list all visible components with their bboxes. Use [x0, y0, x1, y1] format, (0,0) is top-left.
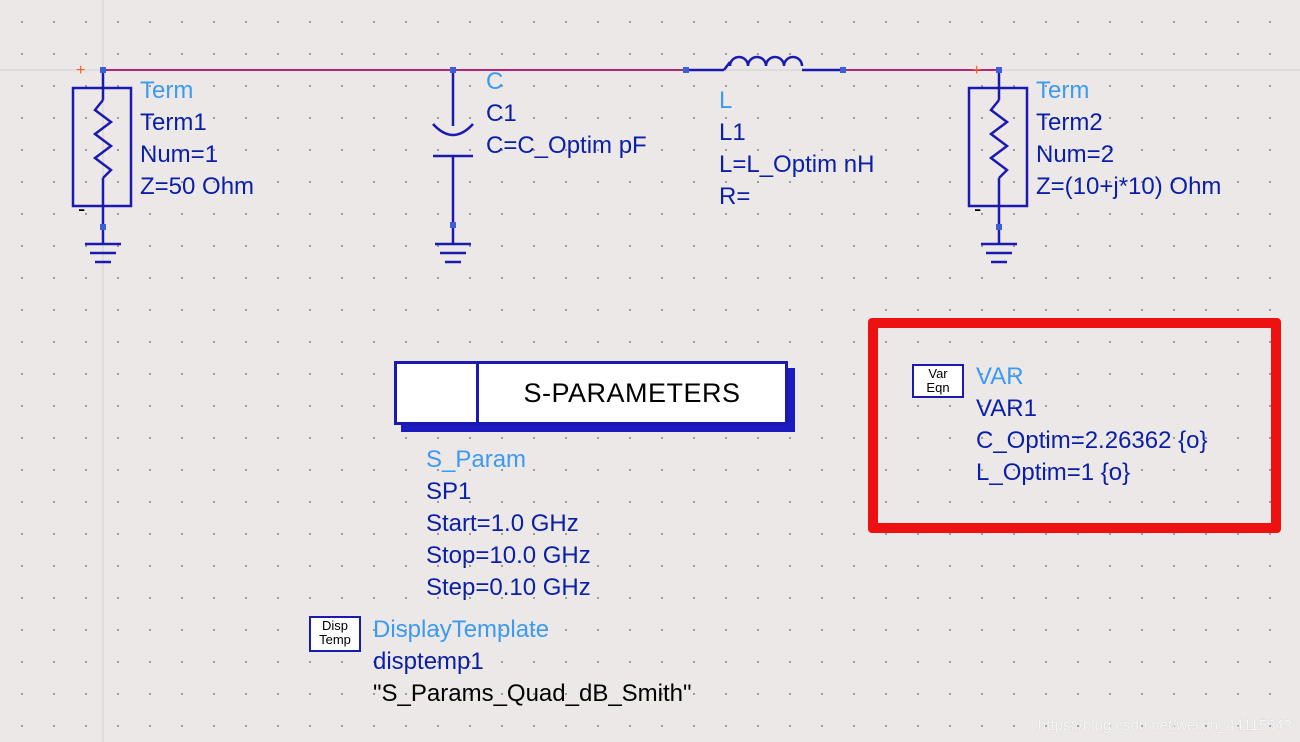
watermark-text: https://blog.csdn.net/weixin_44115643 [1037, 717, 1292, 734]
c1-value-label: C=C_Optim pF [486, 132, 647, 159]
pin-term1-top [100, 67, 106, 73]
term2-type-label: Term [1036, 77, 1090, 104]
term2-plus-sign: + [972, 62, 982, 79]
pin-term2-gnd [996, 224, 1002, 230]
term1-minus-sign: - [78, 196, 86, 221]
disp-name-label: disptemp1 [373, 648, 484, 675]
disp-labels[interactable]: DisplayTemplate disptemp1 "S_Params_Quad… [373, 614, 692, 710]
sparam-labels[interactable]: S_Param SP1 Start=1.0 GHz Stop=10.0 GHz … [426, 444, 591, 604]
l1-labels[interactable]: L L1 L=L_Optim nH R= [719, 85, 874, 213]
pin-c1-top [450, 67, 456, 73]
term1-impedance-label: Z=50 Ohm [140, 173, 255, 200]
var-icon-line1: Var [928, 366, 948, 381]
disp-type-label: DisplayTemplate [373, 616, 550, 643]
term1-symbol[interactable] [71, 72, 133, 264]
pin-term1-gnd [100, 224, 106, 230]
term1-labels[interactable]: Term Term1 Num=1 Z=50 Ohm [140, 75, 254, 203]
var-l-optim-label: L_Optim=1 {o} [976, 459, 1131, 486]
term2-impedance-label: Z=(10+j*10) Ohm [1036, 173, 1222, 200]
sparam-title: S-PARAMETERS [523, 377, 741, 408]
term1-type-label: Term [140, 77, 194, 104]
term2-name-label: Term2 [1036, 109, 1103, 136]
c1-labels[interactable]: C C1 C=C_Optim pF [486, 66, 647, 162]
pin-l1-right [840, 67, 846, 73]
disp-icon-line1: Disp [321, 618, 348, 633]
disp-template-label: "S_Params_Quad_dB_Smith" [373, 680, 692, 707]
term1-num-label: Num=1 [140, 141, 219, 168]
highlight-box [868, 318, 1281, 533]
pin-l1-left [683, 67, 689, 73]
sparam-icon-cell [397, 364, 479, 422]
sparam-name-label: SP1 [426, 478, 472, 505]
var-type-label: VAR [976, 363, 1024, 390]
var-labels[interactable]: VAR VAR1 C_Optim=2.26362 {o} L_Optim=1 {… [976, 361, 1208, 489]
pin-c1-bottom [450, 222, 456, 228]
c1-type-label: C [486, 68, 504, 95]
sparam-type-label: S_Param [426, 446, 527, 473]
term1-name-label: Term1 [140, 109, 207, 136]
capacitor-c1-symbol[interactable] [432, 72, 474, 264]
term2-labels[interactable]: Term Term2 Num=2 Z=(10+j*10) Ohm [1036, 75, 1221, 203]
sparam-step-label: Step=0.10 GHz [426, 574, 591, 601]
term2-num-label: Num=2 [1036, 141, 1115, 168]
c1-name-label: C1 [486, 100, 517, 127]
l1-value-label: L=L_Optim nH [719, 151, 875, 178]
var-c-optim-label: C_Optim=2.26362 {o} [976, 427, 1208, 454]
term2-minus-sign: - [974, 196, 982, 221]
var-eqn-icon[interactable]: Var Eqn [912, 364, 964, 398]
sparam-controller-box[interactable]: S-PARAMETERS [394, 361, 788, 425]
var-icon-line2: Eqn [926, 380, 950, 395]
inductor-l1-symbol[interactable] [686, 55, 843, 72]
disp-temp-icon[interactable]: Disp Temp [309, 616, 361, 652]
sparam-start-label: Start=1.0 GHz [426, 510, 579, 537]
var-name-label: VAR1 [976, 395, 1037, 422]
pin-term2-top [996, 67, 1002, 73]
disp-icon-line2: Temp [319, 632, 351, 647]
term1-plus-sign: + [76, 62, 86, 79]
l1-resistance-label: R= [719, 183, 751, 210]
pin-markers [100, 67, 1002, 230]
term2-symbol[interactable] [967, 72, 1029, 264]
l1-name-label: L1 [719, 119, 746, 146]
l1-type-label: L [719, 87, 733, 114]
sparam-stop-label: Stop=10.0 GHz [426, 542, 591, 569]
